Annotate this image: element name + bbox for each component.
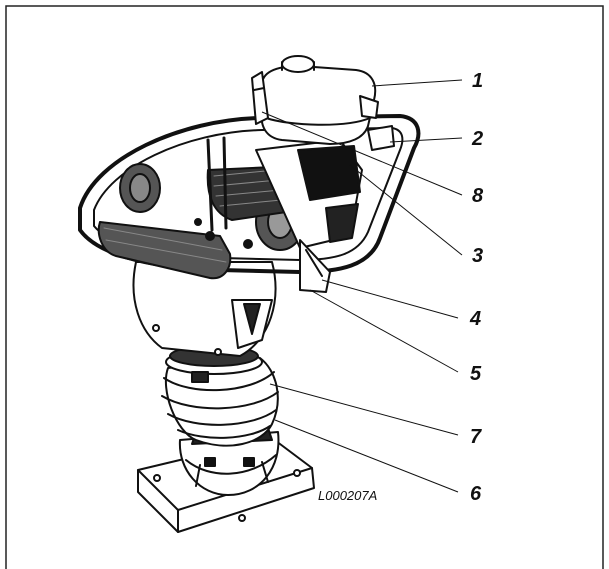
frame-bolts — [194, 218, 253, 249]
fuel-cock — [367, 125, 395, 151]
rammer-illustration — [78, 55, 421, 533]
crankcase — [132, 247, 277, 357]
callout-2: 2 — [471, 128, 483, 150]
engine — [255, 139, 363, 293]
side-grip-left — [119, 163, 161, 213]
callout-3: 3 — [472, 245, 483, 267]
handle-grip — [97, 221, 232, 280]
callout-5: 5 — [470, 363, 482, 385]
callout-6: 6 — [470, 483, 482, 505]
callout-4: 4 — [469, 308, 481, 330]
throttle-lever — [251, 71, 269, 125]
callout-labels: 1 2 8 3 4 5 7 6 — [469, 70, 484, 505]
callout-1: 1 — [472, 70, 483, 92]
callout-7: 7 — [470, 426, 482, 448]
callout-leaders — [261, 79, 463, 493]
figure-border — [5, 5, 604, 569]
figure-code: L000207A — [318, 488, 377, 503]
bellows — [161, 345, 279, 447]
fuel-tank — [260, 55, 379, 145]
callout-8: 8 — [472, 185, 484, 207]
